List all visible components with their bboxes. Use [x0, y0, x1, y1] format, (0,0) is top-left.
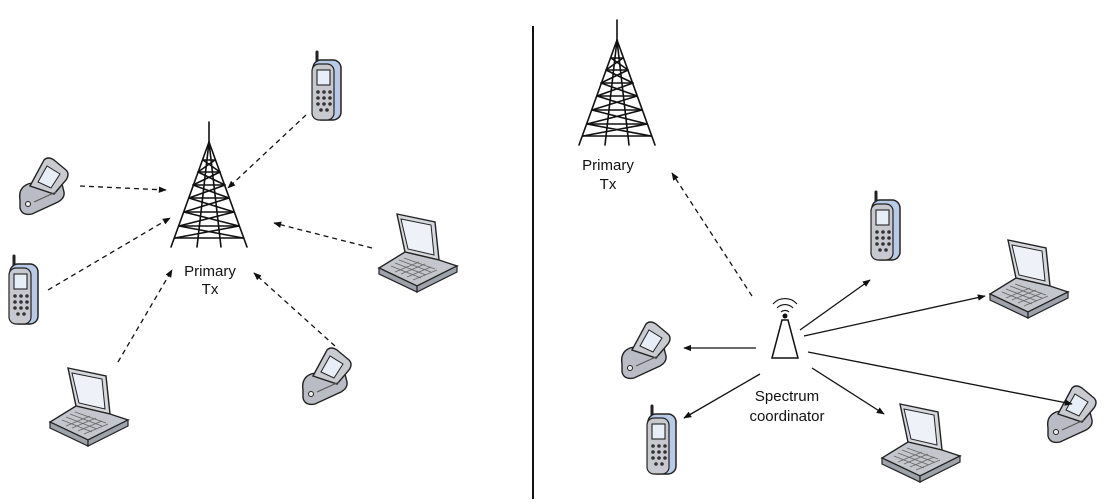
coordinator-link-arrow [811, 367, 885, 415]
right-primary-tx-label-line2: Tx [600, 176, 617, 193]
coordinator-link-arrow [683, 373, 761, 419]
laptop-icon [989, 239, 1069, 319]
primary-tower-icon [578, 19, 656, 146]
right-panel: Primary Tx Spectrum coordinator [578, 19, 1097, 483]
coordinator-link-arrow [799, 279, 871, 331]
phone-icon [7, 254, 40, 326]
left-primary-tx-label-line1: Primary [184, 263, 236, 280]
coordinator-label-line1: Spectrum [755, 388, 819, 405]
left-primary-tx-label-line2: Tx [202, 281, 219, 298]
laptop-icon [378, 213, 458, 293]
coordinator-to-primary-arrow [671, 172, 753, 297]
flip-phone-icon [18, 157, 69, 216]
uplink-arrow [79, 185, 167, 193]
phone-icon [645, 404, 678, 476]
uplink-arrow [47, 217, 171, 291]
flip-phone-icon [620, 321, 671, 380]
primary-tower-icon [170, 121, 248, 248]
laptop-icon [881, 403, 961, 483]
flip-phone-icon [301, 347, 352, 406]
right-primary-tx-label-line1: Primary [582, 157, 634, 174]
phone-icon [310, 50, 343, 122]
left-panel: Primary Tx [7, 50, 458, 447]
coordinator-link-arrow [807, 351, 1073, 406]
uplink-arrow [273, 221, 373, 249]
uplink-arrow [253, 272, 336, 347]
phone-icon [869, 190, 902, 262]
uplink-arrow [227, 114, 307, 189]
coordinator-link-arrow [803, 294, 986, 337]
laptop-icon [49, 367, 129, 447]
spectrum-coordinator-icon [771, 297, 799, 359]
flip-phone-icon [1046, 385, 1097, 444]
coordinator-label-line2: coordinator [749, 408, 824, 425]
uplink-arrow [117, 269, 173, 363]
